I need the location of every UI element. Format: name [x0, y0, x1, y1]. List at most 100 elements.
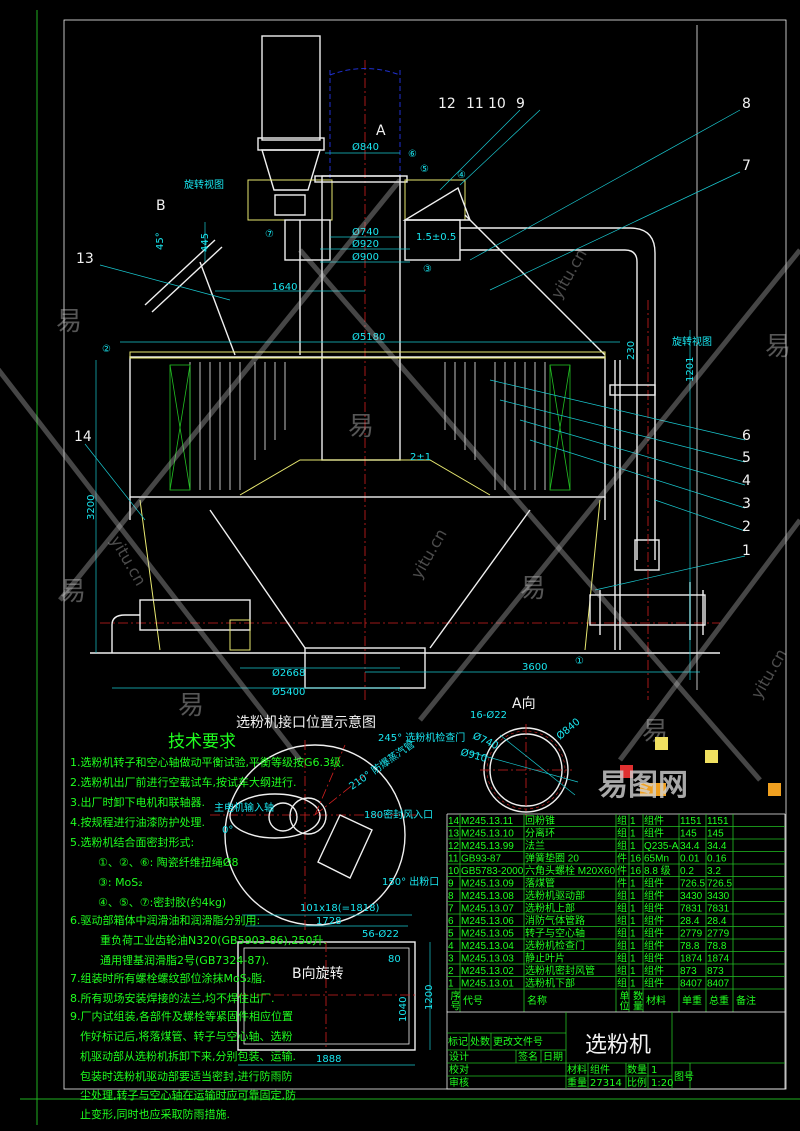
parts-header: 名称: [527, 994, 547, 1007]
parts-cell: 5: [448, 929, 454, 940]
parts-header: 代号: [463, 995, 483, 1007]
main-elevation-view: [84, 35, 746, 700]
parts-cell: 法兰: [525, 839, 545, 852]
svg-text:易: 易: [520, 574, 546, 604]
b-view-title: B向旋转: [292, 966, 344, 982]
parts-cell: 2779: [680, 929, 703, 940]
tech-requirement-line: 9.厂内试组装,各部件及螺栓等紧固件相应位置: [70, 1009, 293, 1023]
parts-cell: 11: [448, 854, 459, 865]
tech-requirement-line: 7.组装时所有螺栓螺纹部位涂抹MoS₂脂.: [70, 971, 266, 985]
part-callout: 2: [742, 519, 751, 535]
svg-text:易: 易: [765, 332, 791, 362]
tech-requirement-line: 5.选粉机结合面密封形式:: [70, 835, 194, 849]
tb-check: 校对: [449, 1063, 469, 1076]
part-callout: 5: [742, 450, 751, 466]
label-motor-shaft: 主电机输入轴: [214, 801, 274, 814]
tb-date: 日期: [543, 1051, 563, 1063]
parts-cell: 7: [448, 904, 454, 915]
parts-cell: 34.4: [680, 841, 700, 852]
tb-material: 组件: [590, 1063, 610, 1076]
outlet-pipe: [589, 594, 706, 626]
dim-1201: 1201: [685, 357, 696, 382]
tb-material-label: 材料: [567, 1063, 587, 1076]
parts-cell: 1: [630, 954, 636, 965]
rotate-view-label: 旋转视图: [184, 178, 224, 191]
parts-cell: 3.2: [707, 866, 721, 877]
tb-qty: 1: [651, 1065, 657, 1076]
svg-text:易: 易: [178, 691, 204, 721]
parts-cell: 873: [707, 966, 724, 977]
parts-cell: 组件: [644, 914, 664, 927]
svg-text:易: 易: [56, 307, 82, 337]
tb-mark: 标记: [448, 1036, 468, 1048]
parts-header: 材料: [646, 994, 666, 1007]
parts-cell: 组件: [644, 814, 664, 827]
tech-requirement-line: ①、②、⑥: 陶瓷纤维扭绳Ø8: [98, 855, 238, 869]
parts-cell: Q235-A: [644, 841, 679, 852]
a-view-title: A向: [512, 696, 536, 712]
parts-cell: 78.8: [680, 941, 700, 952]
parts-cell: M245.13.11: [461, 816, 514, 827]
parts-cell: 组件: [644, 952, 664, 965]
parts-cell: 1874: [680, 954, 703, 965]
parts-cell: 组: [617, 964, 627, 977]
parts-cell: 1: [630, 904, 636, 915]
parts-cell: 726.5: [707, 879, 732, 890]
dim-d2668: Ø2668: [272, 667, 305, 679]
label-steam-pipe: 210° 防爆蒸汽管: [346, 737, 417, 792]
parts-cell: 静止叶片: [525, 952, 565, 965]
seal-mark: ⑥: [408, 149, 417, 160]
parts-cell: 34.4: [707, 841, 727, 852]
parts-cell: 6: [448, 916, 454, 927]
parts-cell: 组件: [644, 977, 664, 990]
tech-requirement-line: 1.选粉机转子和空心轴做动平衡试验,平衡等级按G6.3级.: [70, 755, 345, 769]
parts-cell: 2: [448, 966, 454, 977]
drawing-frame: [63, 19, 787, 1090]
parts-cell: 10: [448, 866, 460, 877]
part-callout: 3: [742, 496, 751, 512]
parts-cell: 12: [448, 841, 460, 852]
tech-requirement-line: 3.出厂时卸下电机和联轴器.: [70, 795, 205, 809]
tech-requirement-line: 机驱动部从选粉机拆卸下来,分别包装、运输.: [80, 1049, 296, 1063]
parts-cell: 3430: [680, 891, 703, 902]
parts-cell: 7831: [680, 904, 703, 915]
parts-cell: GB93-87: [461, 854, 501, 865]
parts-cell: 消防气体管路: [525, 914, 585, 927]
parts-cell: 4: [448, 941, 454, 952]
parts-cell: 组: [617, 939, 627, 952]
part-callout: 12: [438, 96, 456, 112]
interface-view-title: 选粉机接口位置示意图: [236, 714, 376, 731]
parts-cell: 1151: [680, 816, 702, 827]
parts-cell: 转子与空心轴: [525, 927, 585, 940]
tb-change-doc: 更改文件号: [493, 1035, 543, 1048]
a-view-d740: Ø740: [471, 730, 501, 752]
parts-cell: M245.13.02: [461, 966, 514, 977]
parts-cell: 145: [680, 829, 697, 840]
parts-header: 序号: [448, 989, 460, 1011]
parts-cell: 2779: [707, 929, 730, 940]
parts-cell: 组件: [644, 827, 664, 840]
parts-cell: 0.01: [680, 854, 700, 865]
parts-header: 总重: [709, 994, 729, 1007]
parts-cell: 8: [448, 891, 454, 902]
parts-cell: 8407: [707, 979, 730, 990]
tech-requirement-line: 4.按规程进行油漆防护处理.: [70, 815, 205, 829]
drawing-name: 选粉机: [585, 1033, 651, 1058]
parts-cell: 8407: [680, 979, 703, 990]
tb-qty-label: 数量: [627, 1063, 647, 1076]
parts-cell: 分离环: [525, 827, 555, 840]
parts-cell: 件: [617, 878, 627, 890]
parts-cell: 组: [617, 977, 627, 990]
part-callout: 1: [742, 543, 751, 559]
tech-requirement-line: ③: MoS₂: [98, 876, 143, 889]
parts-cell: M245.13.07: [461, 904, 514, 915]
b-view-1728: 1728: [316, 916, 341, 927]
dim-230: 230: [626, 341, 637, 360]
dim-d920: Ø920: [352, 238, 379, 250]
svg-text:yitu.cn: yitu.cn: [747, 645, 791, 702]
parts-cell: M245.13.03: [461, 954, 514, 965]
tb-weight: 27314: [590, 1078, 622, 1089]
parts-cell: 16: [630, 866, 642, 877]
parts-cell: 组件: [644, 877, 664, 890]
